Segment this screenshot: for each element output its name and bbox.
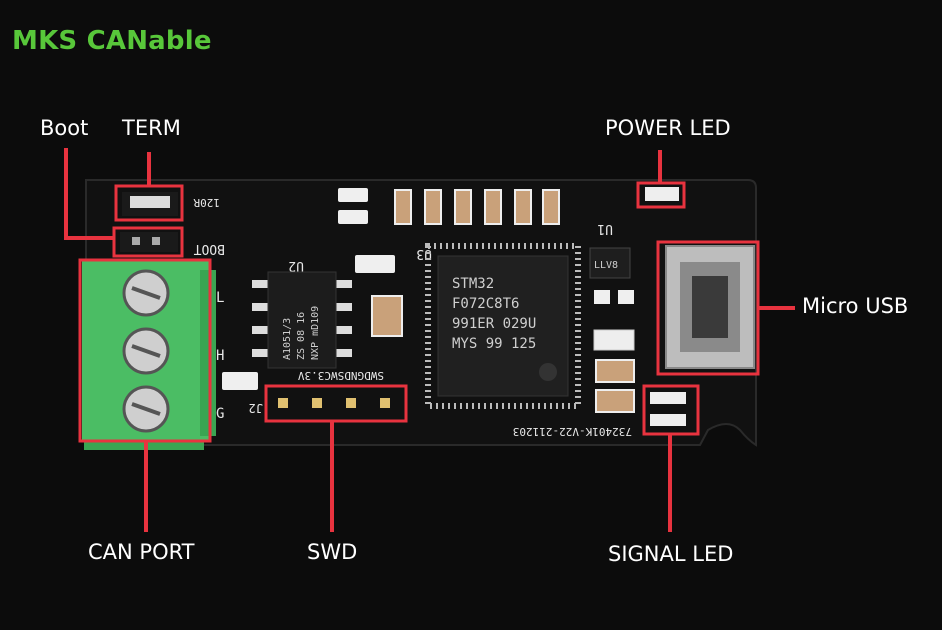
silk-term: 120R xyxy=(193,196,220,209)
transceiver-chip: A1051/3 ZS 08 16 NXP mD109 xyxy=(252,271,352,369)
can-port-label: CAN PORT xyxy=(88,540,195,564)
silk-can-g: G xyxy=(216,406,224,422)
signal-led-label: SIGNAL LED xyxy=(608,542,734,566)
transceiver-line-1: A1051/3 xyxy=(282,318,293,360)
mcu-line-2: F072C8T6 xyxy=(452,296,519,312)
capacitor-row xyxy=(394,189,560,225)
silk-can-h: H xyxy=(216,348,224,364)
term-jumper xyxy=(130,196,170,208)
micro-usb-port xyxy=(665,245,755,369)
mcu-line-3: 991ER 029U xyxy=(452,316,536,332)
mcu-line-4: MYS 99 125 xyxy=(452,336,536,352)
swd-label: SWD xyxy=(307,540,358,564)
transceiver-line-2: ZS 08 16 xyxy=(296,312,307,360)
boot-leader xyxy=(64,148,114,240)
swd-pins xyxy=(278,398,390,408)
power-led-component xyxy=(645,187,679,201)
swd-highlight-box xyxy=(264,384,408,423)
boot-label: Boot xyxy=(40,116,89,140)
silk-swd-pins: SWDGNDSWC3.3V xyxy=(298,369,384,382)
signal-led-1 xyxy=(650,392,686,404)
term-label: TERM xyxy=(122,116,181,140)
silk-can-l: L xyxy=(216,290,224,306)
silk-u3: U3 xyxy=(416,246,432,261)
mcu-chip: STM32 F072C8T6 991ER 029U MYS 99 125 xyxy=(425,243,581,409)
silk-j2: J2 xyxy=(249,401,263,415)
boot-highlight-box xyxy=(112,226,184,258)
title: MKS CANable xyxy=(12,26,212,56)
mcu-line-1: STM32 xyxy=(452,276,494,292)
silk-u1: U1 xyxy=(597,221,613,236)
silk-u2: U2 xyxy=(288,258,304,273)
signal-led-2 xyxy=(650,414,686,426)
silk-bottom-code: 732401K-V22-211203 xyxy=(513,425,632,438)
power-led-label: POWER LED xyxy=(605,116,731,140)
micro-usb-label: Micro USB xyxy=(802,294,909,318)
regulator-text: LLV8 xyxy=(594,260,618,271)
regulator-chip: LLV8 xyxy=(589,247,631,279)
silk-boot: BOOT xyxy=(194,241,225,256)
transceiver-line-3: NXP mD109 xyxy=(310,306,321,360)
can-terminal-block xyxy=(82,260,216,450)
